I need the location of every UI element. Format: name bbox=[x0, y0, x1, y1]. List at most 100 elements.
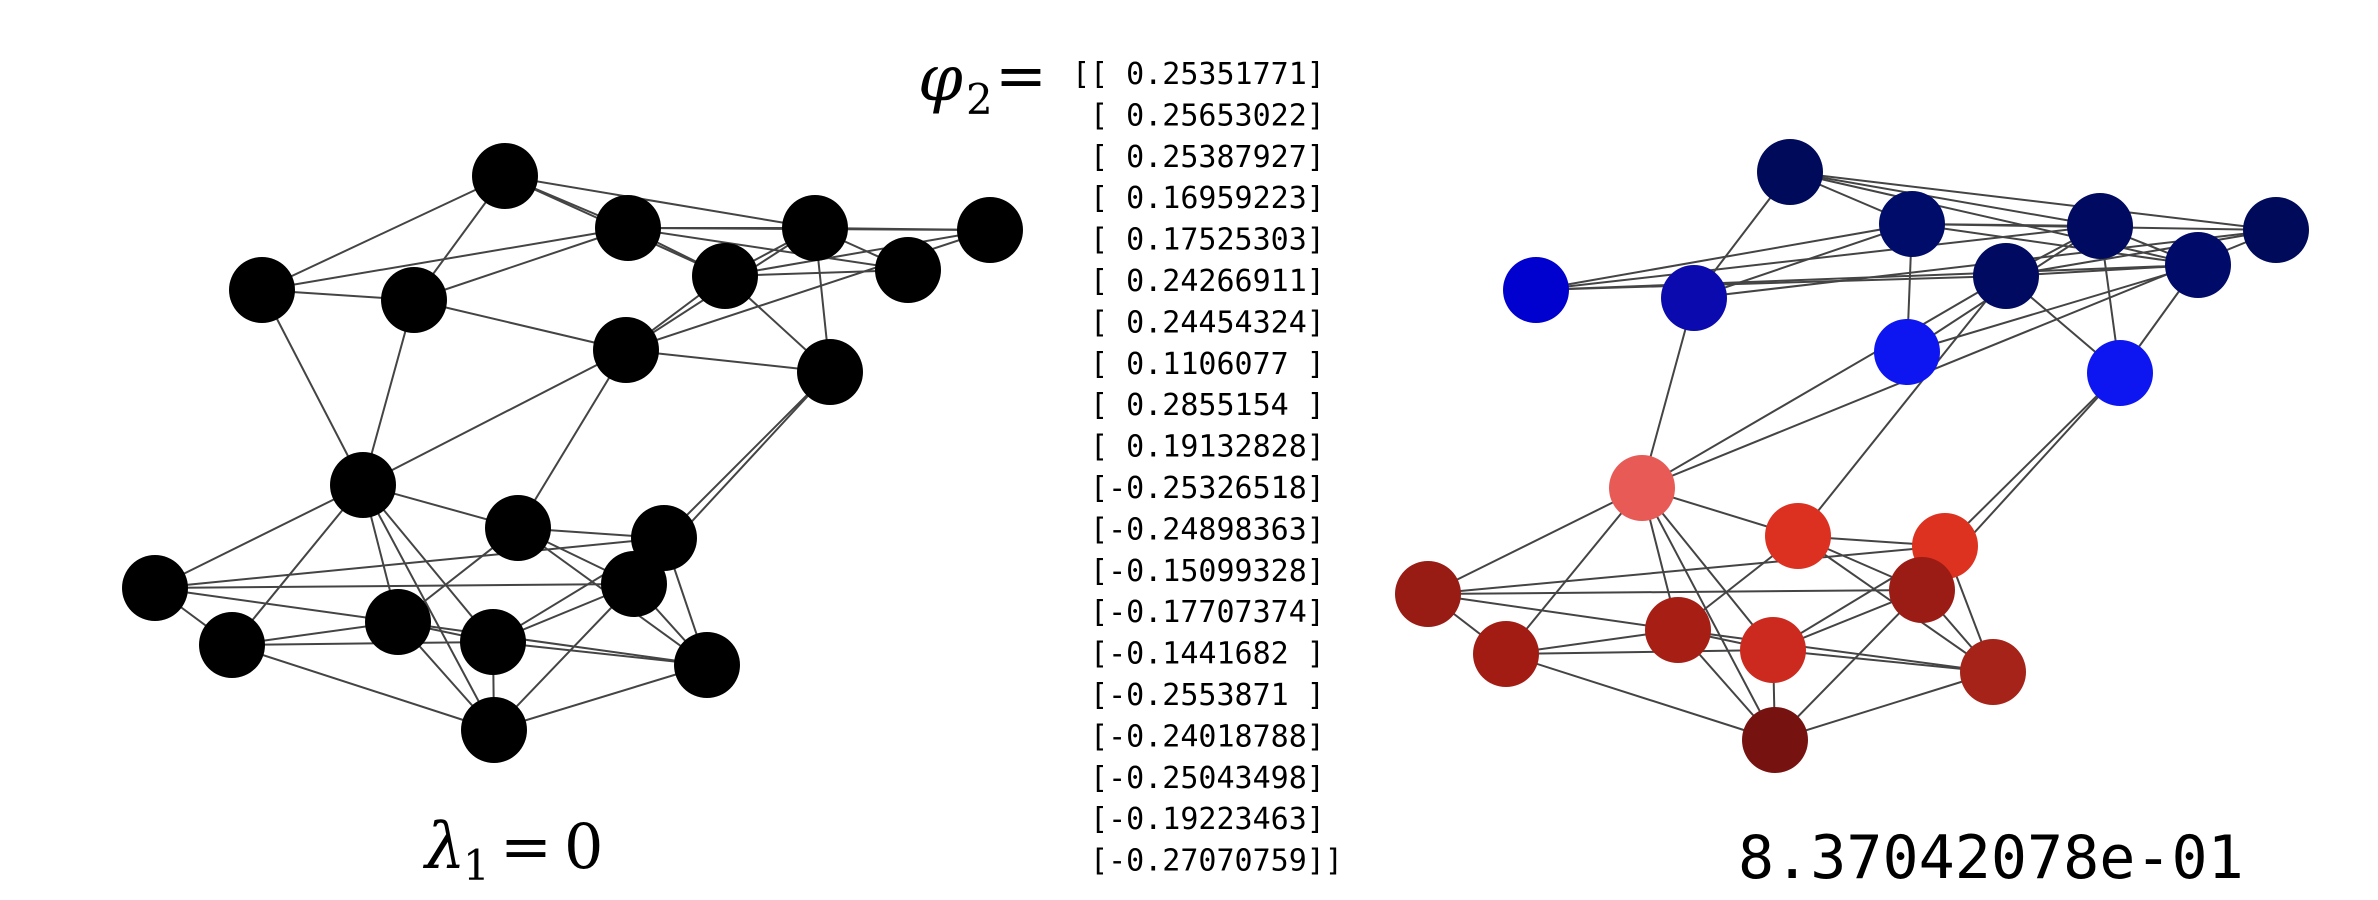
vector-line: [-0.15099328] bbox=[1072, 554, 1325, 589]
right-graph-edge bbox=[1774, 589, 1923, 741]
left-graph-node bbox=[485, 495, 551, 561]
right-graph-edge bbox=[1427, 589, 1923, 595]
vector-line: [-0.2553871 ] bbox=[1072, 678, 1325, 713]
left-graph-node bbox=[199, 612, 265, 678]
left-graph-edge bbox=[413, 299, 627, 351]
right-graph-node bbox=[1609, 455, 1675, 521]
left-graph-node bbox=[957, 197, 1023, 263]
right-graph-edge bbox=[1944, 372, 2121, 547]
left-graph-node bbox=[782, 195, 848, 261]
left-graph-edge bbox=[231, 644, 495, 731]
left-graph-node bbox=[461, 697, 527, 763]
right-graph-edge bbox=[1505, 653, 1776, 741]
left-graph-nodes bbox=[122, 143, 1023, 763]
left-graph-edge bbox=[362, 349, 627, 486]
right-graph-edge bbox=[1772, 649, 1994, 673]
vector-line: [ 0.17525303] bbox=[1072, 223, 1325, 258]
left-graph-edge bbox=[154, 583, 635, 589]
right-graph bbox=[1395, 139, 2309, 773]
left-graph-edge bbox=[493, 664, 708, 731]
right-graph-node bbox=[1661, 265, 1727, 331]
right-graph-node bbox=[1960, 639, 2026, 705]
vector-line: [ 0.2855154 ] bbox=[1072, 388, 1325, 423]
right-graph-node bbox=[1889, 557, 1955, 623]
left-graph-node bbox=[797, 339, 863, 405]
left-graph bbox=[122, 143, 1023, 763]
vector-line: [-0.27070759]] bbox=[1072, 844, 1343, 879]
vector-line: [[ 0.25351771] bbox=[1072, 57, 1325, 92]
left-graph-node bbox=[122, 555, 188, 621]
left-graph-node bbox=[692, 243, 758, 309]
left-graph-edge bbox=[362, 484, 494, 643]
left-graph-edge bbox=[492, 641, 708, 666]
right-graph-edge bbox=[1641, 275, 2007, 489]
right-graph-node bbox=[2067, 193, 2133, 259]
right-graph-edge bbox=[1505, 487, 1643, 655]
left-graph-node bbox=[381, 267, 447, 333]
right-graph-edge bbox=[1641, 487, 1776, 741]
vector-line: [ 0.24266911] bbox=[1072, 264, 1325, 299]
left-graph-node bbox=[595, 195, 661, 261]
left-graph-edge bbox=[625, 349, 831, 373]
eigenvalue-label: 8.37042078e-01 bbox=[1738, 823, 2244, 893]
vector-line: [-0.24898363] bbox=[1072, 512, 1325, 547]
right-graph-node bbox=[1973, 243, 2039, 309]
right-graph-node bbox=[2087, 340, 2153, 406]
right-graph-node bbox=[1503, 257, 1569, 323]
right-graph-node bbox=[1645, 597, 1711, 663]
lambda-value: 0 bbox=[564, 810, 603, 883]
vector-line: [ 0.16959223] bbox=[1072, 181, 1325, 216]
right-graph-edge bbox=[1911, 223, 2199, 266]
left-graph-edge bbox=[362, 484, 495, 731]
vector-line: [ 0.19132828] bbox=[1072, 430, 1325, 465]
right-graph-edges bbox=[1427, 171, 2277, 741]
lambda-equals: = bbox=[500, 810, 552, 883]
right-graph-edge bbox=[2005, 229, 2277, 277]
left-graph-edge bbox=[154, 587, 399, 623]
left-graph-node bbox=[601, 551, 667, 617]
left-graph-edge bbox=[231, 484, 364, 646]
vector-line: [ 0.25387927] bbox=[1072, 140, 1325, 175]
right-graph-edge bbox=[1789, 171, 2101, 227]
left-graph-edge bbox=[663, 371, 831, 539]
vector-line: [-0.25326518] bbox=[1072, 471, 1325, 506]
right-graph-edge bbox=[1505, 649, 1774, 655]
left-graph-node bbox=[229, 257, 295, 323]
right-graph-node bbox=[1473, 621, 1539, 687]
phi-equals: = bbox=[995, 39, 1047, 112]
left-graph-node bbox=[472, 143, 538, 209]
left-graph-edge bbox=[154, 484, 364, 589]
right-graph-edge bbox=[1906, 264, 2199, 353]
vector-line: [ 0.1106077 ] bbox=[1072, 347, 1325, 382]
left-graph-edge bbox=[504, 175, 816, 229]
left-graph-node bbox=[365, 589, 431, 655]
left-graph-edge bbox=[261, 175, 506, 291]
right-graph-edge bbox=[1789, 171, 2277, 231]
right-graph-edge bbox=[1427, 545, 1946, 595]
right-graph-node bbox=[1765, 503, 1831, 569]
right-graph-edge bbox=[1797, 275, 2007, 537]
left-graph-edge bbox=[261, 227, 629, 291]
vector-line: [-0.19223463] bbox=[1072, 802, 1325, 837]
phi-symbol: φ bbox=[918, 42, 963, 116]
lambda-symbol: λ bbox=[422, 810, 466, 884]
left-graph-edge bbox=[627, 227, 909, 271]
left-graph-node bbox=[674, 632, 740, 698]
right-graph-edge bbox=[1427, 487, 1643, 595]
right-graph-edge bbox=[1677, 629, 1994, 673]
left-graph-edge bbox=[397, 621, 708, 666]
lambda-subscript: 1 bbox=[463, 841, 490, 890]
left-graph-edge bbox=[154, 537, 665, 589]
right-graph-edge bbox=[1535, 275, 2007, 291]
vector-line: [-0.17707374] bbox=[1072, 595, 1325, 630]
right-graph-edge bbox=[1535, 223, 1913, 291]
left-graph-edge bbox=[261, 289, 364, 486]
vector-line: [ 0.24454324] bbox=[1072, 305, 1325, 340]
right-graph-node bbox=[1740, 617, 1806, 683]
eigenvector-printout: [[ 0.25351771] [ 0.25653022] [ 0.2538792… bbox=[1072, 57, 1343, 879]
right-graph-edge bbox=[1693, 223, 1913, 299]
right-graph-node bbox=[1874, 319, 1940, 385]
right-graph-node bbox=[2165, 232, 2231, 298]
left-graph-edge bbox=[231, 641, 494, 646]
right-graph-edge bbox=[1535, 225, 2101, 291]
